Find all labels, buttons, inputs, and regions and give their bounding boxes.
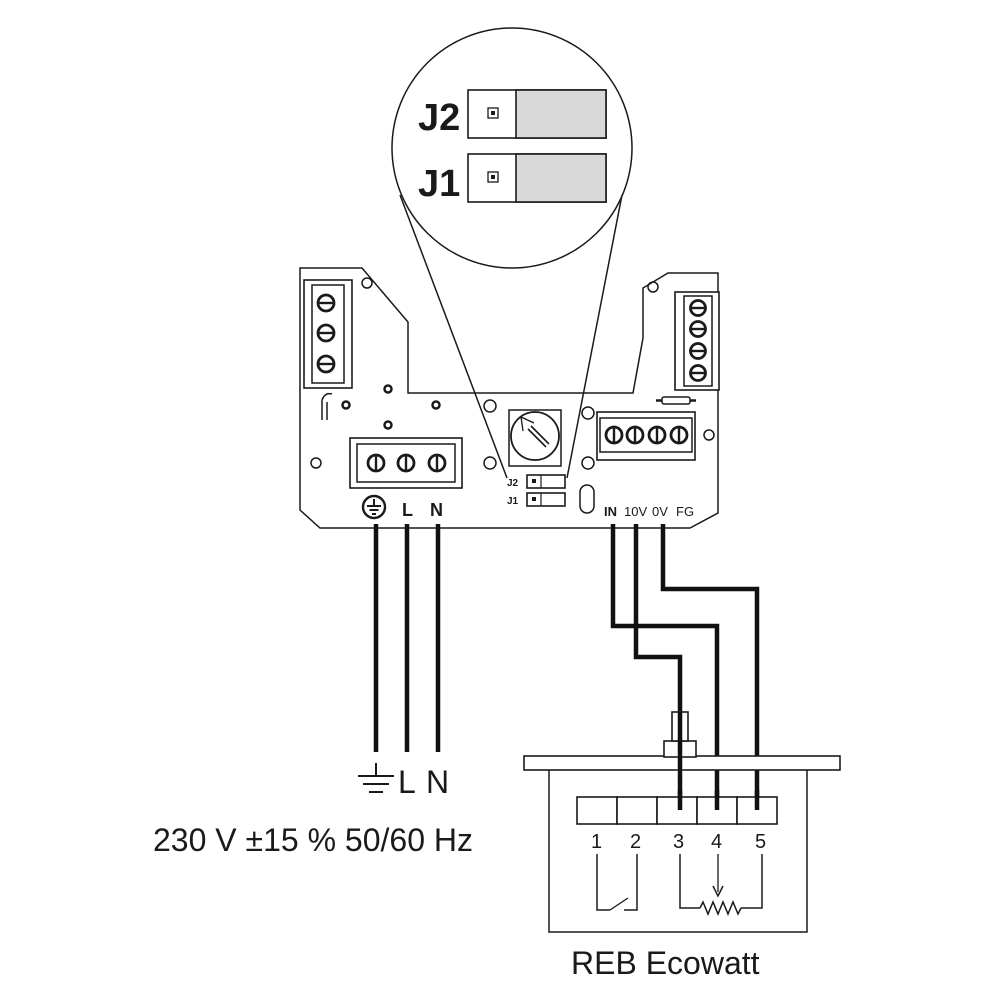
switch-icon bbox=[596, 854, 638, 911]
fuse bbox=[656, 396, 696, 405]
screw-terminal bbox=[689, 364, 707, 382]
slot-hole bbox=[579, 484, 595, 514]
mains-wires bbox=[373, 524, 441, 752]
screw-terminal-fg bbox=[669, 425, 689, 445]
via bbox=[383, 384, 393, 394]
device-terminal-3 bbox=[656, 796, 698, 825]
board-j2-label: J2 bbox=[507, 478, 519, 489]
signal-wires bbox=[610, 524, 760, 806]
circuit-board: J2 J1 L N IN 10V 0V FG bbox=[299, 267, 720, 529]
device-terminal-number-2: 2 bbox=[630, 831, 641, 853]
mounting-hole bbox=[581, 456, 595, 470]
potentiometer-body bbox=[508, 409, 562, 467]
zoom-circle bbox=[391, 27, 633, 269]
supply-spec: 230 V ±15 % 50/60 Hz bbox=[153, 822, 473, 858]
zoom-j2-label: J2 bbox=[418, 97, 460, 139]
board-j1-label: J1 bbox=[507, 496, 519, 507]
supply-label-n: N bbox=[426, 764, 449, 800]
terminal-block-left-3way bbox=[303, 279, 353, 389]
terminal-block-inner bbox=[356, 443, 456, 483]
screw-terminal bbox=[689, 299, 707, 317]
arrow-pointer-icon bbox=[520, 415, 535, 432]
terminal-block-mains bbox=[349, 437, 463, 489]
screw-terminal bbox=[316, 293, 336, 313]
board-label-n: N bbox=[430, 500, 443, 520]
terminal-block-inner bbox=[311, 284, 345, 384]
zoom-jumper-j1: J1 bbox=[418, 153, 607, 205]
supply-earth-ground-icon bbox=[358, 763, 394, 793]
zoom-j1-pin-dot bbox=[491, 175, 495, 179]
potentiometer-slot bbox=[530, 425, 550, 445]
terminal-block-inner bbox=[683, 295, 713, 387]
screw-terminal-earth bbox=[366, 453, 386, 473]
reb-ecowatt-device: 1 2 3 4 5 REB Ecowatt bbox=[523, 711, 841, 981]
device-terminal-number-3: 3 bbox=[673, 831, 684, 853]
device-terminal-number-4: 4 bbox=[711, 831, 722, 853]
potentiometer-slot bbox=[527, 428, 547, 448]
wire-in-to-terminal-4 bbox=[610, 524, 720, 806]
mounting-hole bbox=[361, 277, 373, 289]
board-label-fg: FG bbox=[676, 504, 694, 519]
terminal-block-right-4way bbox=[674, 291, 720, 391]
supply-label-l: L bbox=[398, 764, 416, 800]
board-jumper-j1: J1 bbox=[507, 492, 566, 507]
via bbox=[341, 400, 351, 410]
screw-terminal bbox=[689, 342, 707, 360]
wire-0v-to-terminal-5 bbox=[660, 524, 760, 806]
potentiometer bbox=[508, 409, 562, 467]
zoom-jumper-j2: J2 bbox=[418, 89, 607, 139]
screw-terminal-n bbox=[427, 453, 447, 473]
zoom-j2-cap bbox=[515, 89, 607, 139]
mounting-hole bbox=[483, 399, 497, 413]
device-terminal-1 bbox=[576, 796, 618, 825]
device-name: REB Ecowatt bbox=[571, 945, 760, 981]
zoom-j2-pin-dot bbox=[491, 111, 495, 115]
via bbox=[383, 420, 393, 430]
mounting-hole bbox=[483, 456, 497, 470]
mounting-hole bbox=[581, 406, 595, 420]
device-terminal-number-5: 5 bbox=[755, 831, 766, 853]
device-body bbox=[548, 770, 808, 933]
resistor-icon bbox=[679, 854, 763, 916]
screw-terminal-in bbox=[604, 425, 624, 445]
screw-terminal-10v bbox=[625, 425, 645, 445]
screw-terminal bbox=[316, 323, 336, 343]
wire-clip bbox=[321, 392, 333, 420]
board-label-in: IN bbox=[604, 504, 617, 519]
board-outline bbox=[299, 267, 719, 529]
device-terminal-number-1: 1 bbox=[591, 831, 602, 853]
zoom-leader-left bbox=[399, 194, 508, 479]
board-label-10v: 10V bbox=[624, 504, 647, 519]
board-label-l: L bbox=[402, 500, 413, 520]
device-terminal-strip bbox=[576, 796, 778, 825]
device-terminal-2 bbox=[616, 796, 658, 825]
zoom-j1-label: J1 bbox=[418, 163, 460, 205]
mounting-hole bbox=[703, 429, 715, 441]
screw-terminal-0v bbox=[647, 425, 667, 445]
zoom-leader-right bbox=[566, 194, 623, 479]
jumper-zoom-callout: J2 J1 bbox=[391, 27, 633, 479]
screw-terminal bbox=[316, 354, 336, 374]
wire-10v-to-terminal-3 bbox=[633, 524, 683, 712]
mounting-hole bbox=[310, 457, 322, 469]
zoom-j1-cap bbox=[515, 153, 607, 203]
board-jumper-j2: J2 bbox=[507, 474, 566, 489]
board-label-0v: 0V bbox=[652, 504, 668, 519]
terminal-block-signal bbox=[596, 411, 696, 461]
mounting-hole bbox=[647, 281, 659, 293]
screw-terminal-l bbox=[396, 453, 416, 473]
earth-ground-icon bbox=[361, 494, 387, 520]
terminal-block-inner bbox=[599, 417, 693, 453]
via bbox=[431, 400, 441, 410]
screw-terminal bbox=[689, 320, 707, 338]
